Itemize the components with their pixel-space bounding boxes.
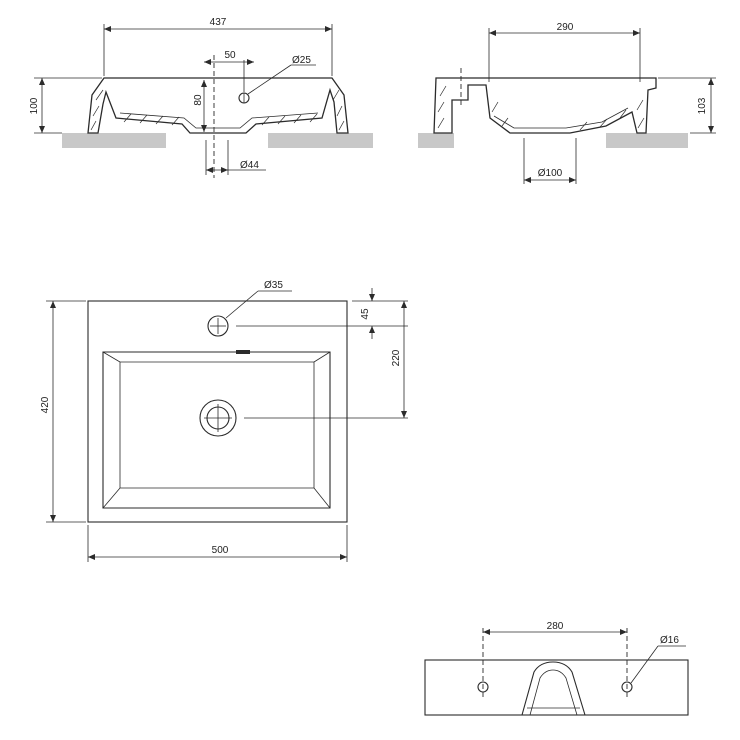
top-tap-hole — [207, 315, 229, 337]
front-drain-label: Ø44 — [240, 160, 259, 171]
side-drain-label: Ø100 — [538, 168, 563, 179]
top-tap-hole-label: Ø35 — [264, 280, 283, 291]
top-outline — [87, 300, 348, 523]
rear-fixing-distance-label: 280 — [547, 621, 564, 632]
top-tap-offset-label: 45 — [360, 308, 371, 320]
front-countertop-left — [62, 133, 166, 148]
side-wall-left — [418, 133, 454, 148]
front-countertop-right — [268, 133, 373, 148]
side-section-hatching — [437, 85, 645, 131]
side-section-view: 290 103 Ø100 — [418, 22, 716, 184]
front-bowl-floor — [119, 112, 319, 129]
front-section-view: 437 50 Ø25 80 100 Ø44 — [29, 17, 373, 178]
front-width-label: 437 — [210, 17, 227, 28]
front-basin-section — [87, 77, 349, 134]
front-height-label: 100 — [29, 97, 40, 114]
top-width-label: 500 — [212, 545, 229, 556]
rear-siphon-cutout — [521, 661, 586, 716]
front-depth-label: 80 — [193, 94, 204, 106]
side-countertop-right — [606, 133, 688, 148]
top-drain-offset-label: 220 — [391, 349, 402, 366]
side-basin-section — [433, 77, 657, 134]
side-length-label: 290 — [557, 22, 574, 33]
side-bowl-floor — [493, 107, 629, 129]
top-bowl-outer — [102, 351, 331, 509]
rear-outline — [424, 659, 689, 716]
front-section-hatching — [90, 89, 345, 131]
side-height-label: 103 — [697, 97, 708, 114]
front-tap-hole-label: Ø25 — [292, 55, 311, 66]
top-overflow-slot — [236, 350, 250, 354]
rear-fixing-hole-label: Ø16 — [660, 635, 679, 646]
top-bowl-inner — [119, 361, 315, 489]
top-view: Ø35 45 220 420 500 — [40, 280, 408, 562]
top-drain-outer — [199, 399, 237, 437]
front-tap-offset-label: 50 — [224, 50, 236, 61]
rear-view: 280 Ø16 — [424, 621, 689, 716]
top-depth-label: 420 — [40, 396, 51, 413]
